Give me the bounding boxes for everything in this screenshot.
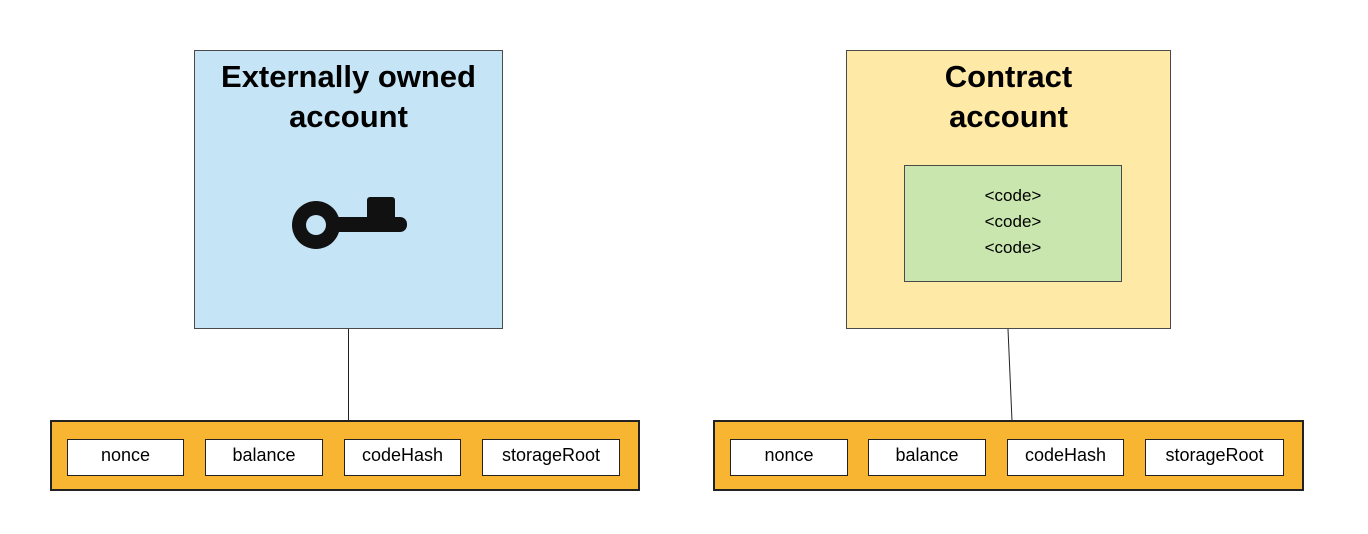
contract-title-line1: Contract	[944, 59, 1073, 94]
contract-fields-bar: nonce balance codeHash storageRoot	[713, 420, 1304, 491]
externally-owned-account-box: Externally owned account	[194, 50, 503, 329]
eoa-title: Externally owned account	[195, 57, 502, 137]
code-line: <code>	[984, 186, 1042, 205]
code-line: <code>	[984, 238, 1042, 257]
contract-title-line2: account	[949, 99, 1068, 134]
field-balance: balance	[205, 439, 323, 476]
field-codehash: codeHash	[1007, 439, 1124, 476]
eoa-title-line1: Externally owned	[221, 59, 476, 94]
eoa-connector-line	[348, 329, 349, 421]
field-nonce: nonce	[67, 439, 184, 476]
code-line: <code>	[984, 212, 1042, 231]
contract-connector-line	[1007, 329, 1013, 421]
eoa-title-line2: account	[289, 99, 408, 134]
contract-account-box: Contract account <code> <code> <code>	[846, 50, 1171, 329]
key-icon	[292, 197, 407, 249]
contract-code-box: <code> <code> <code>	[904, 165, 1122, 282]
field-balance: balance	[868, 439, 986, 476]
field-storageroot: storageRoot	[482, 439, 620, 476]
field-storageroot: storageRoot	[1145, 439, 1284, 476]
field-codehash: codeHash	[344, 439, 461, 476]
eoa-fields-bar: nonce balance codeHash storageRoot	[50, 420, 640, 491]
field-nonce: nonce	[730, 439, 848, 476]
contract-title: Contract account	[847, 57, 1170, 137]
